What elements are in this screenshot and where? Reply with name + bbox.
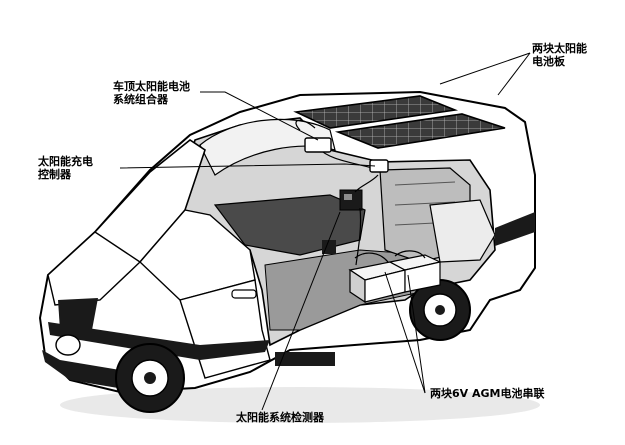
- body-stripe: [48, 322, 270, 360]
- rear-seat: [429, 199, 496, 263]
- label-agm-batteries: 两块6V AGM电池串联: [430, 387, 545, 400]
- agm-battery-2: [388, 254, 442, 293]
- solar-panel-1: [293, 95, 459, 129]
- label-solar-panels-line1: 两块太阳能: [532, 42, 587, 55]
- leader-agm-b: [407, 274, 426, 394]
- leader-lines: [119, 52, 531, 411]
- front-bumper: [42, 350, 120, 388]
- system-monitor-unit: [322, 240, 336, 254]
- label-system-monitor-line1: 太阳能系统检测器: [236, 411, 324, 424]
- leader-agm-a: [384, 271, 426, 394]
- leader-roof-combiner: [200, 91, 319, 141]
- label-agm-batteries-line1: 两块6V AGM电池串联: [430, 387, 545, 400]
- solar-panel-2: [334, 113, 506, 149]
- label-roof-combiner-line1: 车顶太阳能电池: [113, 80, 190, 93]
- label-system-monitor: 太阳能系统检测器: [236, 411, 324, 424]
- roof-arch: [199, 118, 336, 176]
- leader-charge-controller: [119, 163, 376, 169]
- hood: [47, 231, 142, 306]
- label-solar-panels-line2: 电池板: [532, 55, 565, 68]
- label-roof-combiner-line2: 系统组合器: [113, 93, 168, 106]
- running-board: [275, 352, 335, 366]
- label-solar-panels: 两块太阳能 电池板: [532, 42, 587, 68]
- agm-battery-1: [348, 261, 407, 304]
- front-wheel: [115, 343, 185, 413]
- grille: [58, 298, 98, 330]
- door-handle: [231, 289, 257, 299]
- label-charge-controller-line1: 太阳能充电: [38, 155, 93, 168]
- leader-solar-panels-a: [439, 52, 531, 85]
- charge-controller-box: [339, 189, 363, 211]
- label-roof-combiner: 车顶太阳能电池 系统组合器: [113, 80, 190, 106]
- rear-stripe: [495, 212, 535, 246]
- leader-system-monitor: [261, 211, 341, 411]
- roof-combiner-box: [304, 137, 332, 153]
- label-charge-controller-line2: 控制器: [38, 168, 71, 181]
- headlight: [55, 334, 81, 356]
- leader-solar-panels-b: [497, 52, 531, 96]
- label-charge-controller: 太阳能充电 控制器: [38, 155, 93, 181]
- roof-cable: [295, 119, 316, 131]
